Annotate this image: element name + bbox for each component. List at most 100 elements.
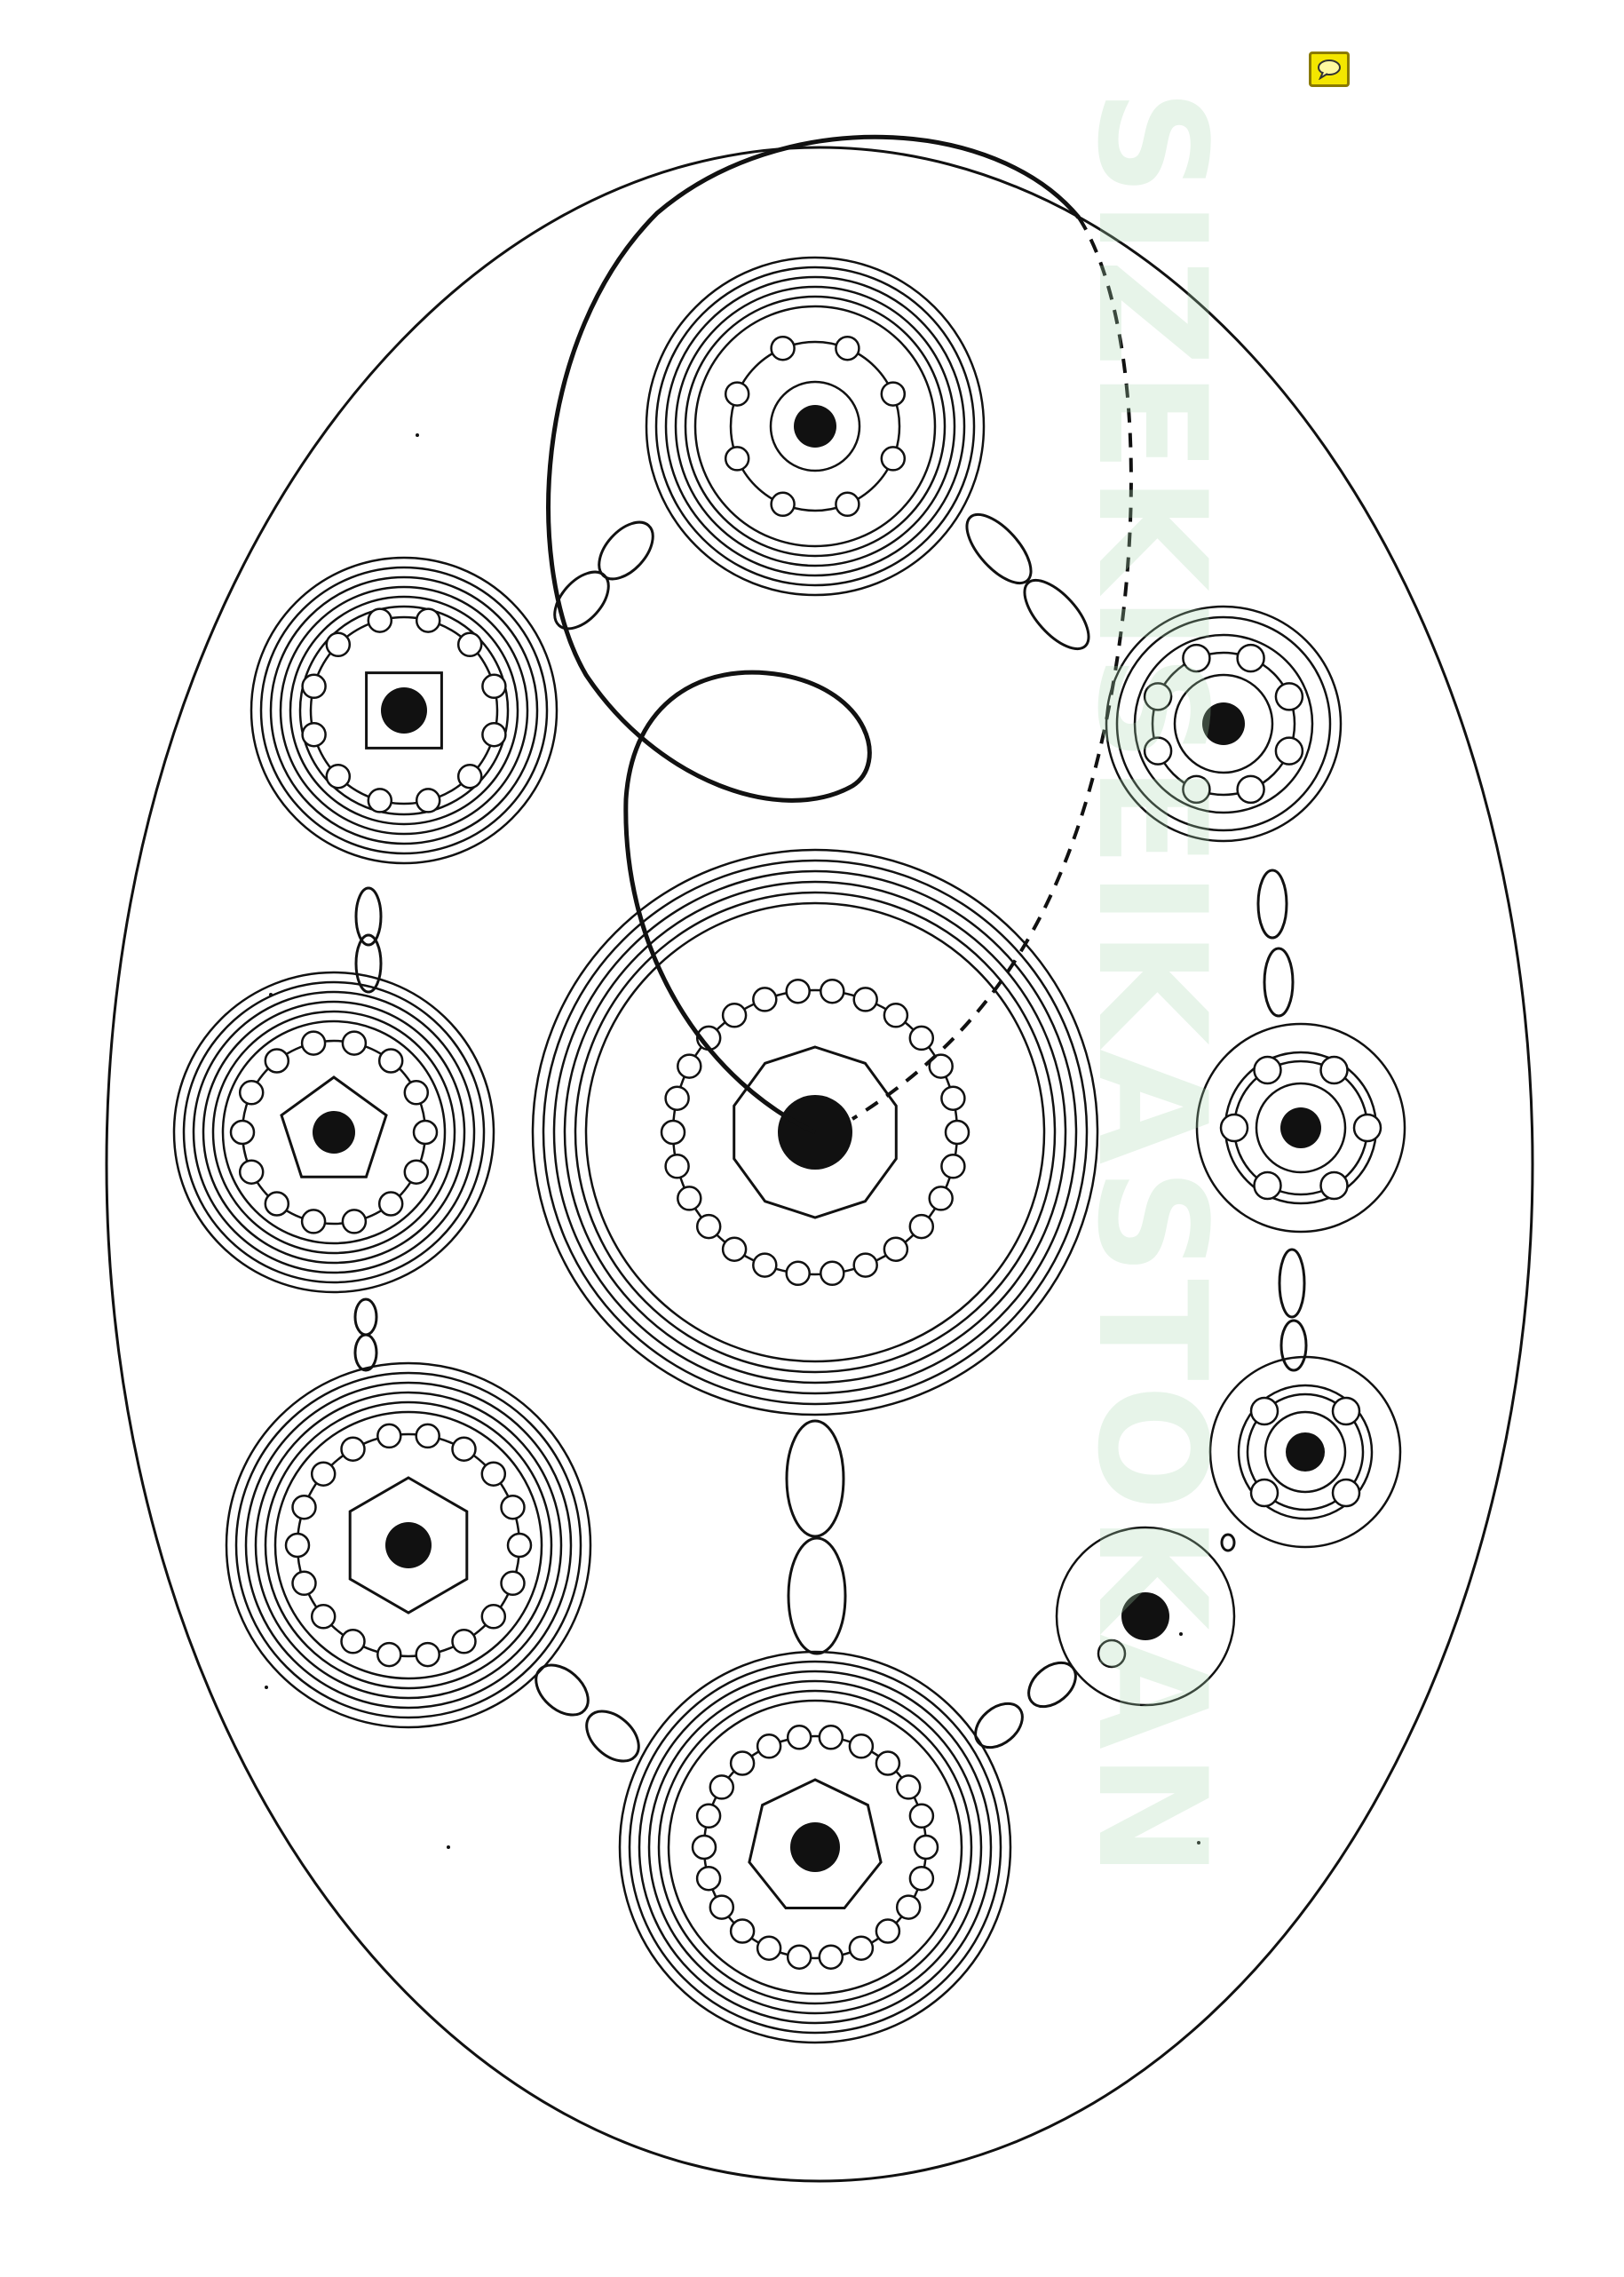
moon-bead: [1249, 1478, 1279, 1508]
bead-ring: [309, 615, 499, 805]
orbit-ring: [264, 1400, 553, 1690]
moon-bead: [300, 1209, 327, 1234]
connector-bead-4: [1023, 578, 1090, 651]
moon-bead: [880, 381, 907, 407]
moon-bead: [1319, 1170, 1349, 1201]
moon-bead: [835, 335, 860, 361]
orbit-ring: [584, 901, 1046, 1363]
moon-bead: [300, 1030, 327, 1056]
orbit-ring: [693, 305, 937, 548]
moon-bead: [301, 721, 327, 748]
watermark-text: SIZEKISEIKASTOKAN: [1065, 89, 1239, 1882]
moon-bead: [756, 1734, 782, 1759]
moon-bead: [325, 763, 352, 789]
moon-bead: [721, 1003, 748, 1028]
planet-disc-right: [1195, 1022, 1406, 1234]
orbit-ring: [647, 1679, 983, 2015]
connector-bead-10: [1279, 1319, 1308, 1372]
moon-bead: [709, 1894, 735, 1920]
moon-bead: [264, 1048, 290, 1074]
speck-5: [447, 1845, 450, 1849]
core-dot: [313, 1111, 355, 1154]
planet-disc-lowleft: [225, 1361, 592, 1729]
orbit-ring: [225, 1361, 592, 1729]
planet-disc-upright: [1105, 605, 1343, 843]
moon-bead: [835, 491, 860, 518]
orbit-ring: [638, 1670, 993, 2025]
moon-bead: [908, 1865, 935, 1892]
moon-bead: [852, 1252, 878, 1278]
orbit-ring: [667, 1699, 963, 1995]
moon-bead: [1249, 1396, 1279, 1426]
moon-bead: [908, 1025, 935, 1051]
moon-bead: [818, 1725, 844, 1750]
connector-bead-9: [1278, 1248, 1306, 1319]
orbit-ring: [1195, 1022, 1406, 1234]
moon-bead: [944, 1119, 970, 1146]
moon-bead: [415, 607, 441, 633]
connector-bead-6: [354, 933, 383, 994]
moon-bead: [848, 1935, 875, 1961]
orbit-ring: [563, 880, 1067, 1384]
moon-bead: [238, 1159, 265, 1185]
orbit-ring: [250, 556, 558, 865]
planet-disc-upleft: [250, 556, 558, 865]
orbit-ring: [221, 1019, 447, 1245]
moon-bead: [770, 491, 796, 518]
moon-bead: [691, 1834, 717, 1860]
moon-bead: [500, 1494, 526, 1520]
moon-bead: [1219, 1113, 1249, 1143]
moon-bead: [456, 631, 483, 658]
core-dot: [381, 687, 427, 734]
core-dot: [794, 405, 836, 448]
connector-bead-19: [1220, 1533, 1236, 1552]
moon-bead: [908, 1803, 935, 1829]
speech-bubble-glyph: [1318, 60, 1341, 80]
moon-bead: [752, 1252, 778, 1278]
moon-bead: [238, 1080, 265, 1106]
moon-bead: [660, 1119, 686, 1146]
moon-bead: [1097, 1638, 1127, 1669]
moon-bead: [480, 1461, 507, 1487]
moon-bead: [1182, 643, 1211, 673]
moon-bead: [1319, 1055, 1349, 1085]
inner-polygon: [348, 1476, 469, 1615]
moon-bead: [415, 788, 441, 813]
moon-bead: [377, 1191, 404, 1217]
bead-ring: [1246, 1392, 1365, 1511]
sun-disc: [531, 848, 1099, 1416]
moon-bead: [1236, 643, 1265, 673]
orbit-ring: [542, 859, 1089, 1406]
bead-ring: [729, 340, 901, 512]
moon-bead: [1182, 774, 1211, 805]
moon-bead: [677, 1186, 702, 1211]
moon-bead: [664, 1085, 690, 1111]
moon-bead: [695, 1865, 722, 1892]
connector-bead-1: [598, 520, 654, 581]
moon-bead: [341, 1209, 368, 1234]
orbit-ring: [202, 1000, 466, 1265]
orbit-ring: [628, 1660, 1002, 2035]
speck-2: [416, 433, 419, 437]
inner-circle: [769, 380, 861, 472]
moon-bead: [480, 1604, 507, 1630]
speck-6: [265, 1686, 268, 1689]
orbit-ring: [259, 566, 549, 855]
moon-bead: [1143, 736, 1173, 766]
moon-bead: [786, 1725, 812, 1750]
comment-icon[interactable]: [1309, 52, 1350, 87]
moon-bead: [908, 1213, 935, 1240]
comet-orbit-dashed: [851, 216, 1133, 1121]
moon-bead: [880, 446, 907, 472]
orbit-ring: [234, 1371, 582, 1719]
connector-bead-17: [974, 1702, 1024, 1749]
orbit-ring: [654, 266, 976, 587]
moon-bead: [883, 1236, 909, 1262]
moon-bead: [456, 763, 483, 789]
connector-bead-14: [787, 1536, 847, 1655]
planet-disc-small: [1055, 1526, 1236, 1707]
moon-bead: [1143, 682, 1173, 711]
orbit-ring: [244, 1381, 573, 1710]
connector-bead-8: [1263, 947, 1295, 1018]
